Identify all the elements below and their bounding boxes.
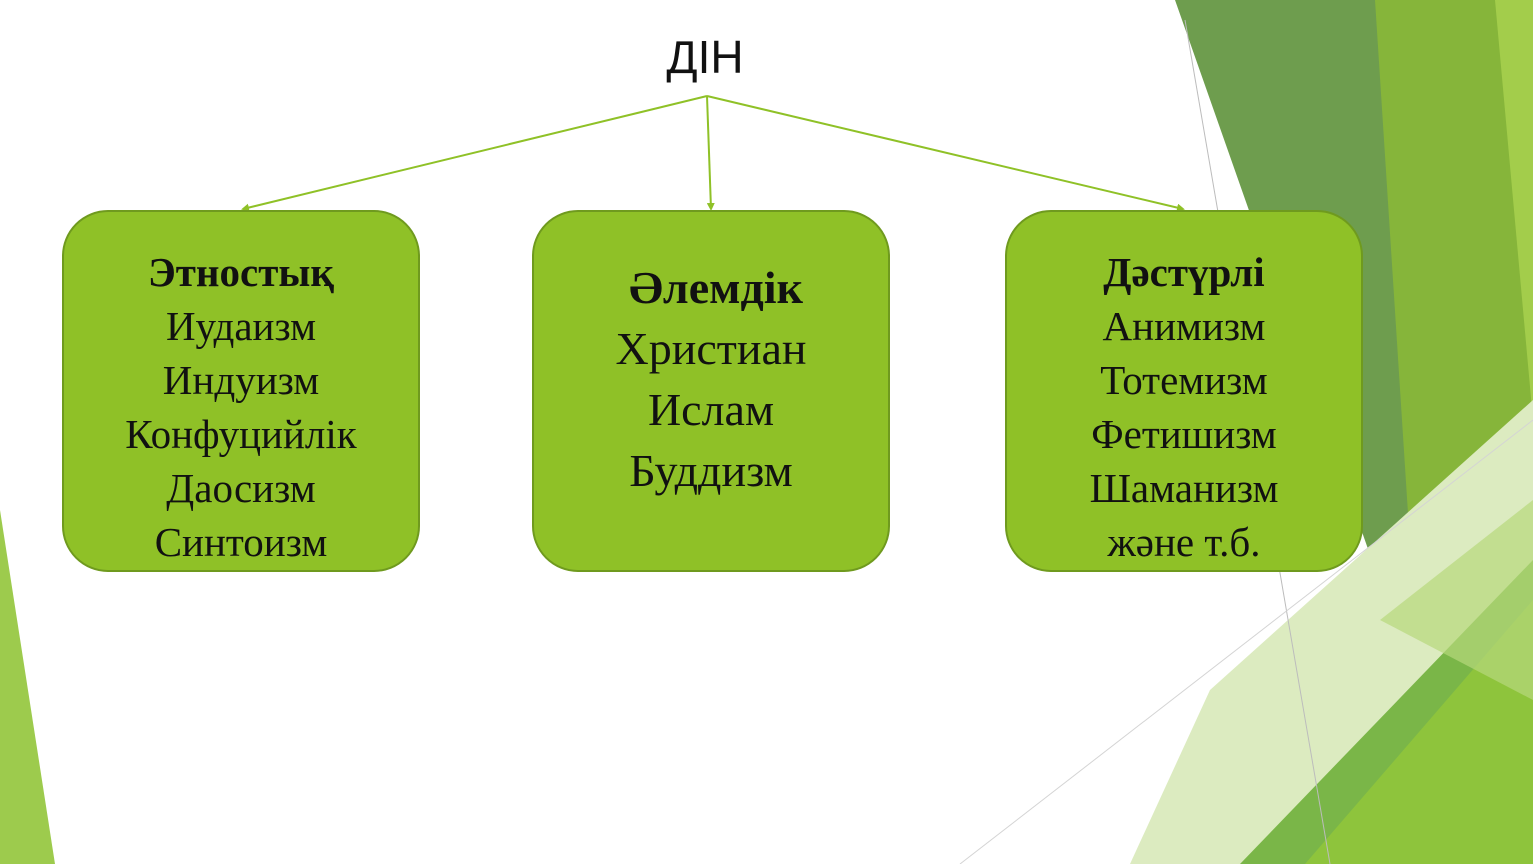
category-item: және т.б.	[1107, 519, 1261, 565]
root-node-title: ДІН	[666, 31, 744, 83]
category-heading-ethnic: Этностық	[147, 249, 335, 295]
category-heading-traditional: Дәстүрлі	[1103, 249, 1265, 295]
connector-to-world	[706, 95, 715, 211]
category-item: Индуизм	[162, 357, 320, 403]
connector-to-ethnic	[241, 95, 708, 212]
category-item: Фетишизм	[1091, 411, 1277, 457]
category-box-traditional: Дәстүрлі Анимизм Тотемизм Фетишизм Шаман…	[1005, 210, 1363, 572]
category-item: Ислам	[647, 384, 775, 435]
left-accent-shape	[0, 510, 55, 864]
category-item: Христиан	[615, 323, 807, 374]
category-item: Буддизм	[629, 445, 793, 496]
category-item: Шаманизм	[1089, 465, 1279, 511]
right-accent-shape-soft	[1380, 500, 1533, 700]
category-item: Тотемизм	[1100, 357, 1268, 403]
right-accent-thin-line-2	[959, 419, 1533, 864]
right-accent-shape-light	[1495, 0, 1533, 420]
category-item: Синтоизм	[154, 519, 328, 565]
category-item: Иудаизм	[165, 303, 317, 349]
connector-to-traditional	[706, 95, 1185, 212]
category-heading-world: Әлемдік	[628, 262, 804, 313]
category-item: Анимизм	[1102, 303, 1266, 349]
category-box-ethnic: Этностық Иудаизм Индуизм Конфуцийлік Дао…	[62, 210, 420, 572]
category-item: Конфуцийлік	[125, 411, 357, 457]
category-box-world: Әлемдік Христиан Ислам Буддизм	[532, 210, 890, 572]
category-item: Даосизм	[166, 465, 316, 511]
